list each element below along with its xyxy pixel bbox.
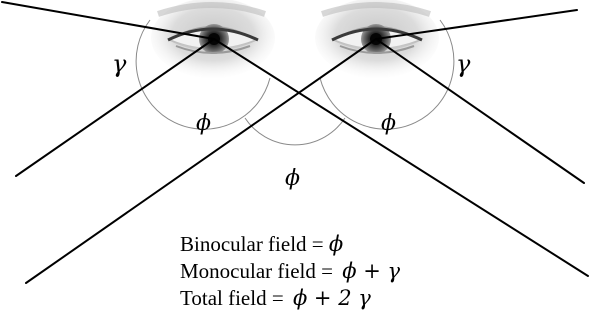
right-eye-outer-top-line (375, 9, 578, 40)
monocular-field-text: Monocular field = (180, 259, 333, 283)
right-eye-outer-bottom-line (375, 38, 585, 184)
phi-right-label: ϕ (381, 111, 396, 136)
right-eye-inner-line (25, 38, 377, 284)
binocular-angle-arc (244, 117, 346, 146)
monocular-field-symbol: ϕ + γ (342, 259, 400, 283)
total-field-equation: Total field = ϕ + 2 γ (180, 286, 371, 310)
left-eye-outer-bottom-line (15, 38, 215, 177)
field-equations: Binocular field = ϕ Monocular field = ϕ … (180, 232, 400, 310)
gamma-left-label: γ (112, 50, 127, 78)
left-eye-angle-arc (135, 19, 271, 130)
gamma-right-label: γ (456, 50, 471, 78)
left-eye-outer-top-line (1, 1, 215, 40)
left-eye-inner-line (213, 38, 589, 277)
phi-center-label: ϕ (285, 166, 300, 191)
phi-left-label: ϕ (196, 111, 211, 136)
total-field-symbol: ϕ + 2 γ (293, 286, 371, 310)
binocular-field-symbol: ϕ (329, 232, 343, 256)
binocular-field-text: Binocular field = (180, 232, 324, 256)
monocular-field-equation: Monocular field = ϕ + γ (180, 259, 400, 283)
total-field-text: Total field = (180, 286, 284, 310)
right-eye-angle-arc (319, 19, 455, 130)
binocular-field-equation: Binocular field = ϕ (180, 232, 343, 256)
